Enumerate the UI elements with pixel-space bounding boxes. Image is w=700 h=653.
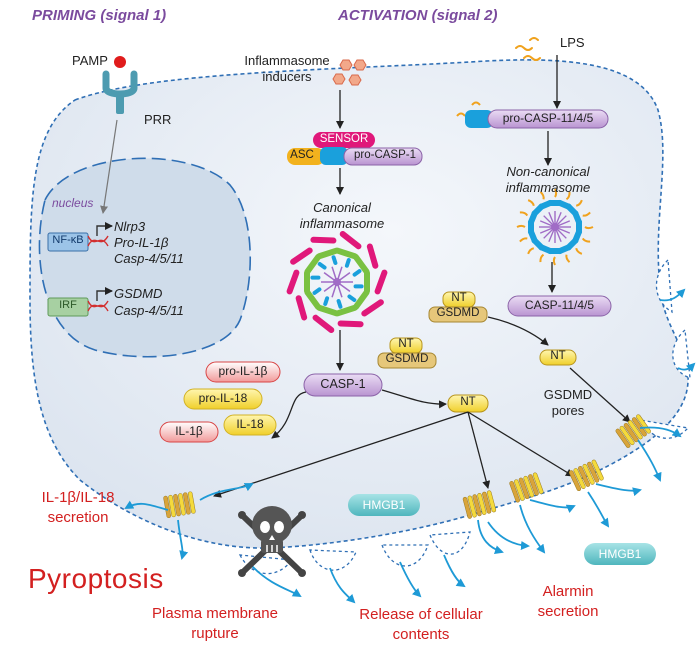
il1b-pill xyxy=(159,421,219,443)
noncanonical-inflammasome-label: Non-canonical inflammasome xyxy=(505,164,591,195)
arrow xyxy=(271,391,307,439)
casp-gene-nfkb: Casp-4/5/11 xyxy=(114,251,184,266)
casp1-label: CASP-1 xyxy=(320,377,366,391)
gsdmd-pore-icon xyxy=(615,414,651,448)
canonical-inflammasome-label: Canonical inflammasome xyxy=(299,200,385,231)
gsdmd-pore-icon xyxy=(509,472,544,503)
secretion-label: IL-1β/IL-18 secretion xyxy=(41,489,115,526)
gsdmd-pore-icon xyxy=(568,459,604,492)
hmgb1-outside-label: HMGB1 xyxy=(598,547,642,561)
asc-connector xyxy=(320,147,348,165)
gsdmd-pore-icon xyxy=(462,490,497,519)
pro-il1b-gene: Pro-IL-1β xyxy=(114,235,169,250)
casp1-pill xyxy=(303,373,383,397)
noncanonical-inflammasome-icon xyxy=(516,188,594,266)
pro-il1b-pill xyxy=(205,361,281,383)
membrane-blebs xyxy=(238,258,691,575)
gsdmd-pores-label: GSDMD pores xyxy=(543,387,593,418)
pamp-label: PAMP xyxy=(72,53,108,68)
nt-center-label: NT xyxy=(460,396,476,408)
irf-box xyxy=(47,297,89,317)
prr-receptor xyxy=(102,56,138,114)
arrow xyxy=(569,367,631,423)
gsdmd-pore-icon xyxy=(163,491,196,519)
nt-right-stack-label: NT xyxy=(451,292,467,304)
pamp-dot xyxy=(114,56,126,68)
plasma-membrane-rupture-label: Plasma membrane rupture xyxy=(152,605,278,642)
pyroptosis-title: Pyroptosis xyxy=(28,563,164,594)
lps-label: LPS xyxy=(560,35,585,50)
activation-header: ACTIVATION (signal 2) xyxy=(338,7,498,24)
il1b-label: IL-1β xyxy=(175,424,203,438)
nucleus-label: nucleus xyxy=(52,196,94,210)
il18-label: IL-18 xyxy=(236,417,264,431)
nucleus xyxy=(38,157,252,358)
nt-right-label: NT xyxy=(550,350,566,362)
sensor-pill xyxy=(313,132,375,148)
pro-casp-noncanon-label: pro-CASP-11/4/5 xyxy=(502,111,594,125)
casp-noncanon-label: CASP-11/4/5 xyxy=(524,298,595,312)
gsdmd-right-stack-label: GSDMD xyxy=(436,307,480,319)
gsdmd-center-stack-label: GSDMD xyxy=(385,353,429,365)
sensor-label: SENSOR xyxy=(319,133,369,145)
arrow xyxy=(487,316,549,346)
nt-gsdmd-center-gsdmd xyxy=(377,352,437,369)
pro-il1b-label: pro-IL-1β xyxy=(218,364,268,378)
pro-il18-pill xyxy=(183,388,263,410)
nfkb-label: NF-κB xyxy=(52,234,84,246)
prr-arrow xyxy=(100,119,118,214)
dna-icon xyxy=(87,235,109,312)
hmgb1-inside-pill xyxy=(348,494,420,516)
gsdmd-pores xyxy=(163,414,651,519)
pro-casp1-pill xyxy=(343,147,423,166)
nt-center-stack-label: NT xyxy=(398,338,414,350)
nlrp3-gene: Nlrp3 xyxy=(114,219,146,234)
canonical-inflammasome-icon xyxy=(286,230,388,334)
inducer-hexagons-icon xyxy=(332,59,367,86)
arrow xyxy=(381,389,447,409)
transcription-arrows xyxy=(96,222,113,301)
nt-right-pill xyxy=(539,349,577,366)
pro-il18-label: pro-IL-18 xyxy=(198,391,248,405)
nt-gsdmd-right-gsdmd xyxy=(428,306,488,323)
casp-noncanon-pill xyxy=(507,295,612,317)
il18-pill xyxy=(223,414,277,436)
casp-connector xyxy=(465,110,493,128)
release-of-contents-label: Release of cellular contents xyxy=(359,606,483,643)
irf-label: IRF xyxy=(59,299,77,311)
skull-crossbones-icon xyxy=(238,506,306,577)
asc-pill xyxy=(287,148,325,165)
hmgb1-outside-pill xyxy=(584,543,656,565)
nt-to-pores-arrows xyxy=(213,411,574,498)
lps-bound-icon xyxy=(456,101,481,117)
nfkb-box xyxy=(47,232,89,252)
casp-gene-irf: Casp-4/5/11 xyxy=(114,303,184,318)
priming-header: PRIMING (signal 1) xyxy=(32,7,167,24)
pro-casp-noncanon-pill xyxy=(487,109,609,129)
release-arrows xyxy=(124,288,696,604)
asc-label: ASC xyxy=(290,149,314,161)
lps-icon xyxy=(515,37,541,61)
pro-casp1-label: pro-CASP-1 xyxy=(354,149,416,161)
alarmin-secretion-label: Alarmin secretion xyxy=(537,583,599,620)
prr-label: PRR xyxy=(144,112,172,127)
inflammasome-inducers-label: Inflammasome inducers xyxy=(244,53,330,84)
gsdmd-gene: GSDMD xyxy=(114,286,163,301)
hmgb1-inside-label: HMGB1 xyxy=(362,498,406,512)
